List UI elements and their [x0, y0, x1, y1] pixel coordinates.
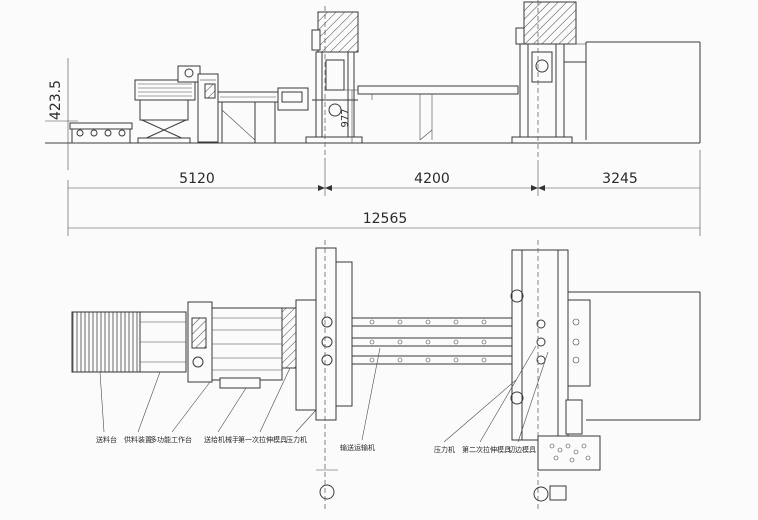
horizontal-dimensions: 5120 4200 3245 12565 — [67, 150, 701, 236]
dim-4200: 4200 — [414, 171, 450, 187]
component-labels: 送料台 供料装置 多功能工作台 送给机械手 第一次拉伸模具 压力机 输送运输机 … — [96, 435, 536, 454]
dim-5120: 5120 — [179, 171, 215, 187]
conveyor-elevation — [357, 85, 519, 141]
press2-elevation — [511, 0, 586, 160]
leader-lines — [99, 345, 549, 443]
press1-plan — [281, 240, 353, 512]
plan-view: 送料台 供料装置 多功能工作台 送给机械手 第一次拉伸模具 压力机 输送运输机 … — [71, 240, 701, 512]
label-die1: 第一次拉伸模具 — [238, 435, 287, 444]
dim-3245: 3245 — [602, 171, 638, 187]
label-feed-table: 送料台 — [96, 435, 117, 444]
label-multi-table: 多功能工作台 — [150, 435, 192, 444]
press2-plan — [510, 240, 569, 512]
conveyor-plan — [351, 317, 521, 365]
label-press2: 压力机 — [434, 445, 455, 454]
feed-device-elevation — [134, 65, 201, 144]
discharge-plan — [537, 291, 701, 471]
label-die2: 第二次拉伸模具 — [462, 445, 511, 454]
label-conveyor: 输送运输机 — [340, 443, 375, 452]
press1-elevation — [305, 6, 363, 160]
label-press1: 压力机 — [286, 435, 307, 444]
dim-423-5: 423.5 — [48, 80, 64, 120]
feed-table-plan — [71, 311, 187, 373]
multi-table-elevation — [197, 73, 309, 143]
height-dimension-mid: 977 — [340, 89, 360, 143]
height-dimension-left: 423.5 — [45, 58, 78, 170]
dim-977: 977 — [340, 108, 351, 127]
label-trim-die: 切边模具 — [508, 445, 536, 454]
feed-table-elevation — [69, 122, 133, 143]
label-feed-device: 供料装置 — [124, 435, 152, 444]
label-feed-gripper: 送给机械手 — [204, 435, 239, 444]
dim-12565: 12565 — [363, 211, 408, 227]
side-elevation: 423.5 — [45, 0, 701, 236]
discharge-rack-elevation — [572, 41, 701, 143]
gripper-plan — [187, 301, 283, 389]
